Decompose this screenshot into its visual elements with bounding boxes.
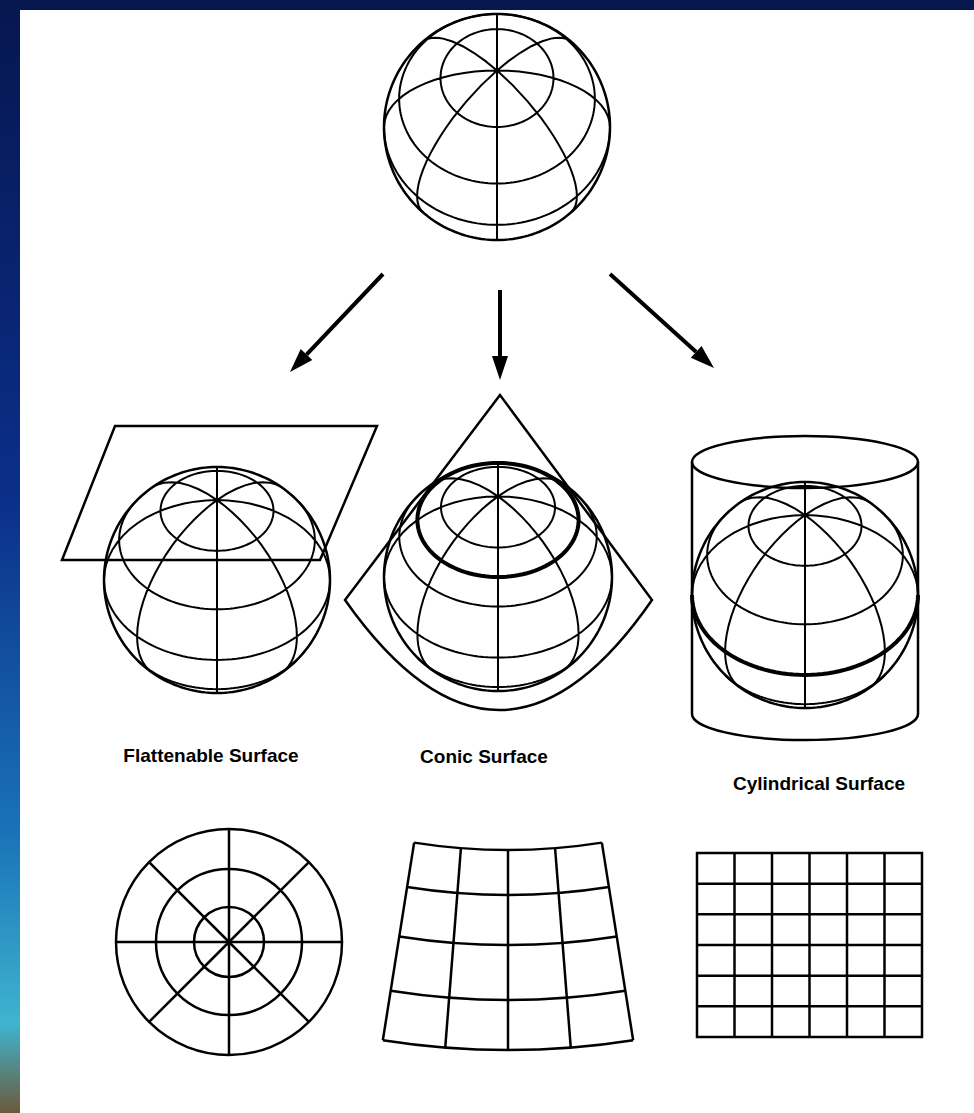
meridian-line xyxy=(116,941,229,944)
cylinder-top xyxy=(692,436,918,488)
conic-grid xyxy=(383,843,633,1050)
arrow-head xyxy=(492,356,508,380)
arrow-shaft xyxy=(498,290,502,356)
tangent-line xyxy=(417,463,578,577)
graticule xyxy=(692,482,918,708)
tangent-plane xyxy=(62,426,377,560)
arrow-head xyxy=(290,349,312,372)
globe-outline xyxy=(384,14,610,240)
meridian-line xyxy=(507,850,510,1050)
globe xyxy=(104,467,330,693)
grid-border xyxy=(697,853,922,1037)
parallel-line xyxy=(697,974,922,977)
cylinder-body xyxy=(692,462,918,740)
surface-label: Cylindrical Surface xyxy=(733,773,905,796)
globe xyxy=(384,14,610,240)
surface-label: Flattenable Surface xyxy=(123,745,298,768)
arrow xyxy=(492,290,508,380)
graticule xyxy=(104,467,330,693)
graticule xyxy=(384,14,610,240)
graticule xyxy=(384,463,612,691)
meridian-line xyxy=(846,853,849,1037)
meridian-line xyxy=(228,942,231,1055)
meridian-line xyxy=(149,862,229,942)
parallel-circle xyxy=(116,829,342,1055)
meridian-line xyxy=(229,941,342,944)
parallel-line xyxy=(697,1005,922,1008)
cone xyxy=(345,395,652,710)
meridian-line xyxy=(228,829,231,942)
arrow-head xyxy=(691,346,714,368)
cylindrical-grid xyxy=(697,853,922,1037)
meridian-line xyxy=(602,843,633,1041)
tangent-line xyxy=(692,595,918,675)
arrow xyxy=(290,274,383,372)
meridian-line xyxy=(229,862,309,942)
meridian-line xyxy=(445,848,461,1047)
arrow xyxy=(610,274,714,368)
globe-outline xyxy=(692,482,918,708)
globe xyxy=(692,482,918,708)
cylinder xyxy=(692,436,918,740)
azimuthal-grid xyxy=(116,829,342,1055)
arrow-shaft xyxy=(307,274,383,355)
surface-label: Conic Surface xyxy=(420,746,548,769)
globe-outline xyxy=(104,467,330,693)
meridian-line xyxy=(883,853,886,1037)
arrow-shaft xyxy=(610,274,696,352)
globe-outline xyxy=(384,463,612,691)
parallel-line xyxy=(697,944,922,947)
meridian-line xyxy=(383,843,414,1041)
globe xyxy=(384,463,612,691)
parallel-arc xyxy=(414,843,602,850)
meridian-line xyxy=(149,942,229,1022)
meridian-line xyxy=(555,848,571,1047)
meridian-line xyxy=(229,942,309,1022)
